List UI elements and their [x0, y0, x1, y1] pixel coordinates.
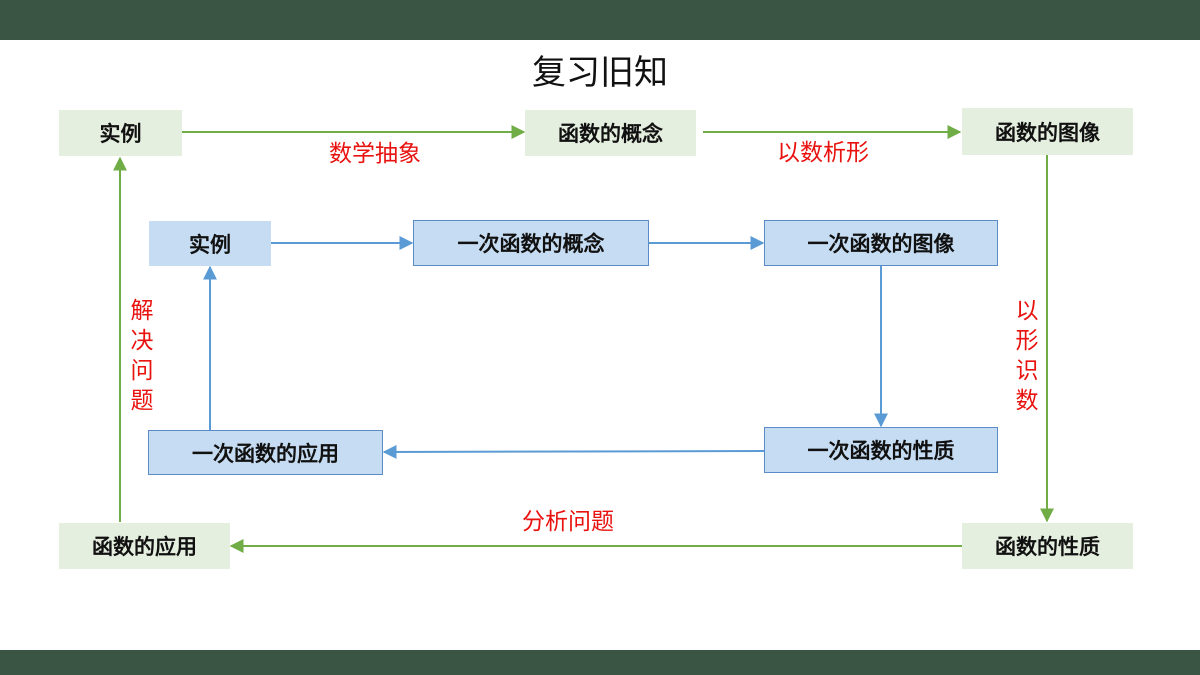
top-band [0, 0, 1200, 40]
outer-box-application: 函数的应用 [59, 523, 230, 569]
inner-box-graph: 一次函数的图像 [764, 220, 998, 266]
arrow-inner-property-to-application [382, 444, 766, 459]
bottom-band [0, 650, 1200, 675]
inner-box-concept: 一次函数的概念 [413, 220, 649, 266]
outer-box-concept: 函数的概念 [525, 110, 696, 156]
label-solve: 解决问题 [130, 298, 154, 414]
inner-box-application: 一次函数的应用 [148, 430, 383, 475]
inner-box-property: 一次函数的性质 [764, 427, 998, 473]
outer-box-graph: 函数的图像 [962, 108, 1133, 155]
slide-title: 复习旧知 [532, 53, 668, 93]
label-abstraction: 数学抽象 [329, 141, 421, 167]
label-analyze: 分析问题 [522, 509, 614, 535]
outer-box-example: 实例 [59, 110, 182, 156]
outer-box-property: 函数的性质 [962, 523, 1133, 569]
label-number-to-shape: 以数析形 [777, 140, 869, 166]
label-shape-to-number: 以形识数 [1015, 298, 1039, 414]
inner-box-example: 实例 [149, 221, 271, 266]
